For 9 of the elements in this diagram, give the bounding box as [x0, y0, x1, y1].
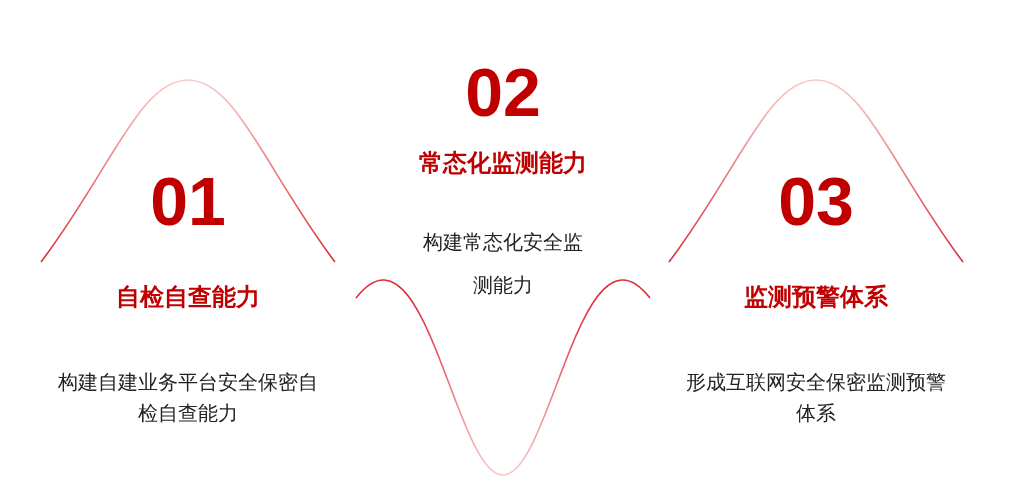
step-number: 02 [464, 57, 542, 127]
step-description: 构建自建业务平台安全保密自检自查能力 [57, 369, 319, 427]
step-number: 03 [777, 166, 855, 236]
step-heading: 自检自查能力 [115, 283, 261, 311]
step-description: 形成互联网安全保密监测预警体系 [685, 369, 947, 427]
step-heading: 监测预警体系 [743, 283, 889, 311]
step-heading: 常态化监测能力 [418, 149, 588, 177]
step-description: 构建常态化安全监测能力 [423, 229, 583, 299]
step-number: 01 [149, 166, 227, 236]
